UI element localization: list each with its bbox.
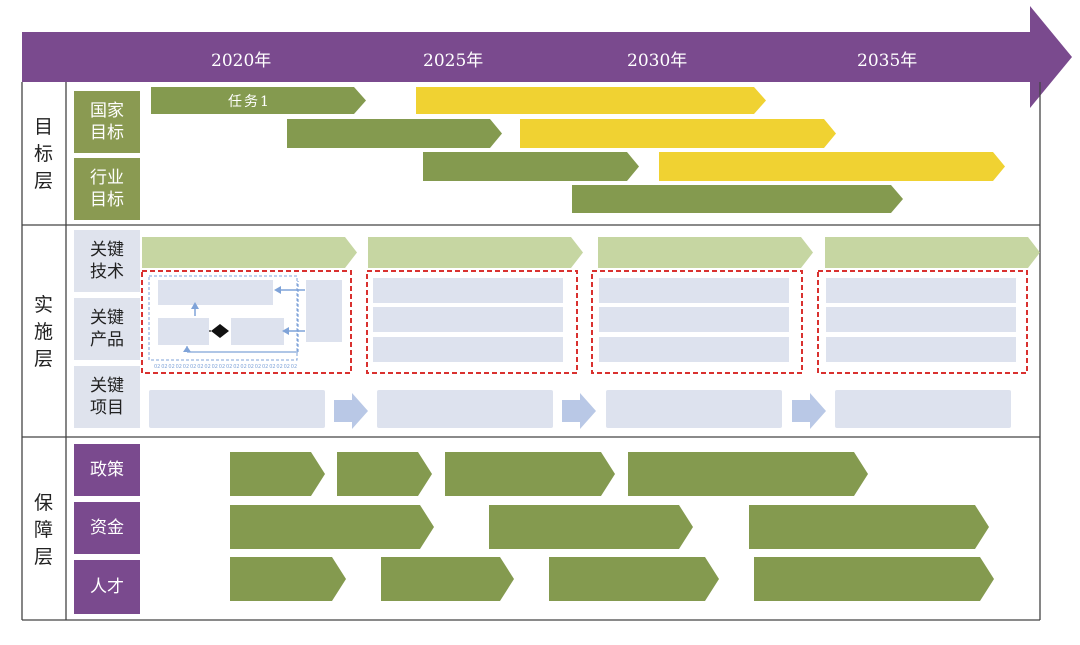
key-product-row bbox=[599, 307, 789, 332]
grid-frame bbox=[21, 82, 1041, 621]
key-product-row bbox=[826, 278, 1016, 303]
product-node bbox=[231, 318, 284, 345]
dotted-tick: 02 bbox=[226, 364, 232, 370]
task-bar bbox=[520, 119, 836, 148]
target-layer-bars bbox=[151, 87, 1005, 213]
task-bar bbox=[572, 185, 903, 213]
key-product-row bbox=[599, 278, 789, 303]
dotted-tick: 02 bbox=[154, 364, 160, 370]
layer-label-target: 目标层 bbox=[30, 114, 58, 195]
key-product-group-box bbox=[366, 270, 578, 374]
policy-bar bbox=[445, 452, 615, 496]
arrow-head bbox=[274, 286, 281, 294]
dotted-tick: 02 bbox=[197, 364, 203, 370]
dotted-tick: 02 bbox=[183, 364, 189, 370]
dotted-tick: 02 bbox=[276, 364, 282, 370]
talent-bar bbox=[381, 557, 514, 601]
layer-label-support: 保障层 bbox=[30, 490, 58, 571]
progress-arrow bbox=[334, 393, 368, 429]
progress-arrow bbox=[562, 393, 596, 429]
dotted-tick: 02 bbox=[284, 364, 290, 370]
policy-bar bbox=[230, 452, 325, 496]
policy-bar bbox=[628, 452, 868, 496]
key-project-box bbox=[149, 390, 325, 428]
key-product-group-box bbox=[817, 270, 1028, 374]
task-bar bbox=[659, 152, 1005, 181]
dotted-tick: 02 bbox=[190, 364, 196, 370]
key-product-row bbox=[373, 307, 563, 332]
talent-bar bbox=[230, 557, 346, 601]
progress-arrow bbox=[792, 393, 826, 429]
product-node bbox=[158, 318, 209, 345]
arrow-head bbox=[191, 302, 199, 309]
year-label-2020: 2020年 bbox=[211, 51, 272, 71]
dotted-tick: 02 bbox=[291, 364, 297, 370]
year-label-2030: 2030年 bbox=[627, 51, 688, 71]
dotted-tick: 02 bbox=[248, 364, 254, 370]
key-technology-bar bbox=[598, 237, 813, 268]
funding-bar bbox=[489, 505, 693, 549]
product-node bbox=[158, 280, 273, 305]
year-label-2035: 2035年 bbox=[857, 51, 918, 71]
product-dotted-frame bbox=[148, 275, 298, 361]
talent-bar bbox=[754, 557, 994, 601]
dotted-tick: 02 bbox=[233, 364, 239, 370]
dotted-tick: 02 bbox=[161, 364, 167, 370]
key-product-row bbox=[826, 337, 1016, 362]
arrow-head bbox=[282, 327, 289, 335]
product-node bbox=[306, 280, 342, 342]
dotted-tick: 02 bbox=[240, 364, 246, 370]
key-product-row bbox=[373, 337, 563, 362]
task-bar bbox=[416, 87, 766, 114]
dotted-tick: 02 bbox=[212, 364, 218, 370]
task-bar bbox=[423, 152, 639, 181]
sub-label-policy: 政策 bbox=[74, 444, 140, 496]
dotted-tick: 02 bbox=[204, 364, 210, 370]
task-1-label: 任务1 bbox=[228, 94, 271, 110]
key-technology-bar bbox=[825, 237, 1040, 268]
key-technology-bar bbox=[142, 237, 357, 268]
dotted-tick: 02 bbox=[262, 364, 268, 370]
layer-label-target-text: 目标层 bbox=[33, 116, 54, 192]
sub-label-key-project: 关键项目 bbox=[74, 366, 140, 428]
policy-bar bbox=[337, 452, 432, 496]
task-bar bbox=[151, 87, 366, 114]
key-technology-bar bbox=[368, 237, 583, 268]
timeline-arrow bbox=[22, 6, 1072, 108]
sub-label-industry-target: 行业目标 bbox=[74, 158, 140, 220]
funding-bar bbox=[749, 505, 989, 549]
dotted-tick: 02 bbox=[176, 364, 182, 370]
layer-label-implementation-text: 实施层 bbox=[33, 294, 54, 370]
dotted-tick: 02 bbox=[168, 364, 174, 370]
support-layer-bars bbox=[230, 452, 994, 601]
key-project-box bbox=[377, 390, 553, 428]
sub-label-talent: 人才 bbox=[74, 560, 140, 614]
decision-diamond bbox=[211, 324, 229, 338]
funding-bar bbox=[230, 505, 434, 549]
key-project-box bbox=[606, 390, 782, 428]
sub-label-key-product: 关键产品 bbox=[74, 298, 140, 360]
key-product-row bbox=[373, 278, 563, 303]
key-project-box bbox=[835, 390, 1011, 428]
arrow-head bbox=[183, 346, 191, 352]
talent-bar bbox=[549, 557, 719, 601]
dotted-tick: 02 bbox=[255, 364, 261, 370]
layer-label-implementation: 实施层 bbox=[30, 292, 58, 373]
key-product-row bbox=[826, 307, 1016, 332]
sub-label-key-technology: 关键技术 bbox=[74, 230, 140, 292]
key-product-group-box bbox=[141, 270, 352, 374]
sub-label-national-target: 国家目标 bbox=[74, 91, 140, 153]
dotted-tick: 02 bbox=[219, 364, 225, 370]
dotted-tick: 02 bbox=[269, 364, 275, 370]
task-bar bbox=[287, 119, 502, 148]
layer-label-support-text: 保障层 bbox=[33, 492, 54, 568]
year-label-2025: 2025年 bbox=[423, 51, 484, 71]
key-product-group-box bbox=[591, 270, 803, 374]
key-product-row bbox=[599, 337, 789, 362]
sub-label-funding: 资金 bbox=[74, 502, 140, 554]
